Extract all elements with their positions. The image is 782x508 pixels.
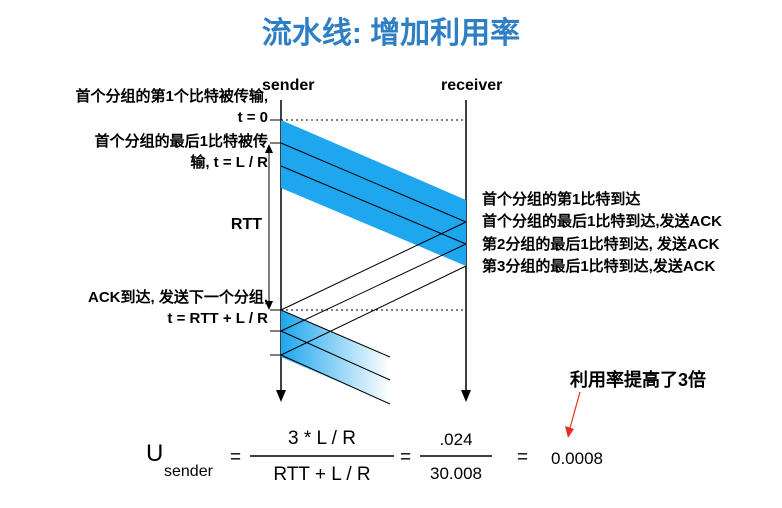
ack-line-1 [280,221,467,311]
next-packet-line-1 [280,309,391,358]
ack-line-3 [280,265,467,356]
rtt-arrow-top [265,144,273,153]
numerator-2: .024 [439,430,473,449]
receiver-label-4: 第3分组的最后1比特到达,发送ACK [482,258,716,275]
equals-3: = [517,447,529,468]
sender-arrowhead [276,390,286,402]
page-title: 流水线: 增加利用率 [261,17,521,50]
denominator-2: 30.008 [430,464,482,483]
u-subscript: sender [164,463,213,480]
next-packet-line-2 [280,330,391,381]
first-bit-sent-label-2: t = 0 [237,109,268,126]
denominator-1: RTT + L / R [273,464,371,485]
rtt-label: RTT [230,216,262,233]
next-packet-line-3 [280,354,391,405]
first-bit-sent-label-1: 首个分组的第1个比特被传输, [75,88,268,105]
receiver-label-3: 第2分组的最后1比特到达, 发送ACK [482,236,720,253]
receiver-label-1: 首个分组的第1比特到达 [482,191,641,208]
ack-line-2 [280,243,467,332]
note-arrow-line [569,391,581,429]
packet-boundary-1 [280,142,467,223]
next-packets-band [281,310,390,404]
numerator-1: 3 * L / R [288,428,356,449]
packet-boundary-2 [280,165,467,245]
last-bit-sent-label-2: 输, t = L / R [190,154,268,171]
utilization-note: 利用率提高了3倍 [570,370,707,390]
last-bit-sent-label-1: 首个分组的最后1比特被传 [94,133,268,150]
equals-1: = [230,447,242,468]
receiver-label-2: 首个分组的最后1比特到达,发送ACK [482,213,723,230]
ack-arrive-label-2: t = RTT + L / R [167,310,268,327]
ack-arrive-label-1: ACK到达, 发送下一个分组, [87,289,268,306]
receiver-arrowhead [461,390,471,402]
rtt-arrow-bottom [265,301,273,310]
note-arrowhead [565,426,574,438]
u-symbol: U [146,440,164,467]
sender-label: sender [262,77,315,94]
packets-band [281,120,466,266]
result-value: 0.0008 [551,449,603,468]
receiver-label: receiver [441,77,503,94]
equals-2: = [400,447,412,468]
